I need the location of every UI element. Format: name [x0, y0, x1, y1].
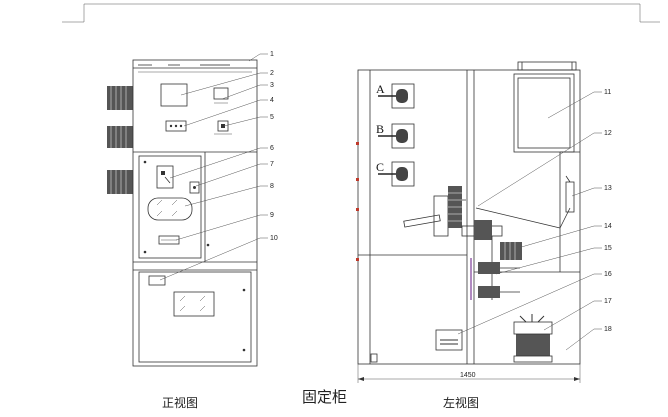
- callout-4: 4: [270, 97, 274, 104]
- callout-7: 7: [270, 161, 274, 168]
- callout-18: 18: [604, 326, 612, 333]
- handle: [189, 181, 200, 194]
- selector-switch: [217, 120, 229, 132]
- callout-17: 17: [604, 298, 612, 305]
- dimension-label: 1450: [460, 372, 476, 379]
- lower-door: [138, 271, 252, 363]
- phase-c-label: C: [376, 160, 384, 174]
- switch-assembly: [403, 186, 571, 240]
- front-leaders: [159, 53, 268, 281]
- callout-12: 12: [604, 130, 612, 137]
- phase-bushings: A B C: [376, 82, 415, 187]
- low-voltage-compartment: [513, 73, 575, 153]
- side-view: A B C: [356, 61, 612, 383]
- top-hood: [517, 61, 577, 71]
- inspection-window: [147, 197, 193, 221]
- bushing-group: [107, 86, 133, 194]
- callout-1: 1: [270, 51, 274, 58]
- callout-14: 14: [604, 223, 612, 230]
- drawing-title: 固定柜: [302, 388, 348, 406]
- phase-b-label: B: [376, 122, 384, 136]
- phase-a-label: A: [376, 82, 385, 96]
- callout-16: 16: [604, 271, 612, 278]
- operating-handle: [565, 175, 575, 213]
- side-leaders: [457, 91, 602, 351]
- door-hinge-marks: [356, 142, 359, 261]
- callout-10: 10: [270, 235, 278, 242]
- meter-window: [213, 87, 229, 100]
- callout-2: 2: [270, 70, 274, 77]
- callout-8: 8: [270, 183, 274, 190]
- callout-6: 6: [270, 145, 274, 152]
- callout-9: 9: [270, 212, 274, 219]
- side-callout-numbers: 11 12 13 14 15 16 17 18: [604, 89, 612, 333]
- lower-label: [148, 275, 166, 286]
- callout-11: 11: [604, 89, 611, 96]
- callout-3: 3: [270, 82, 274, 89]
- front-view: 1 2 3 4 5 6 7 8 9 10: [107, 51, 278, 367]
- instrument-display: [160, 83, 188, 107]
- front-callout-numbers: 1 2 3 4 5 6 7 8 9 10: [270, 51, 278, 242]
- dimension-line: 1450: [357, 364, 581, 383]
- bottom-equipment: [370, 314, 553, 363]
- front-view-caption: 正视图: [162, 396, 199, 410]
- middle-door: [138, 155, 202, 259]
- lower-switch-assembly: [470, 236, 522, 300]
- side-cabinet-outline: [357, 69, 581, 365]
- nameplate-small: [158, 235, 180, 245]
- lower-window: [173, 291, 215, 317]
- page-frame: [62, 3, 660, 23]
- indicator-lights: [165, 120, 187, 132]
- side-view-caption: 左视图: [443, 396, 480, 410]
- callout-13: 13: [604, 185, 612, 192]
- callout-5: 5: [270, 114, 274, 121]
- front-cabinet-outline: [132, 59, 258, 367]
- callout-15: 15: [604, 245, 612, 252]
